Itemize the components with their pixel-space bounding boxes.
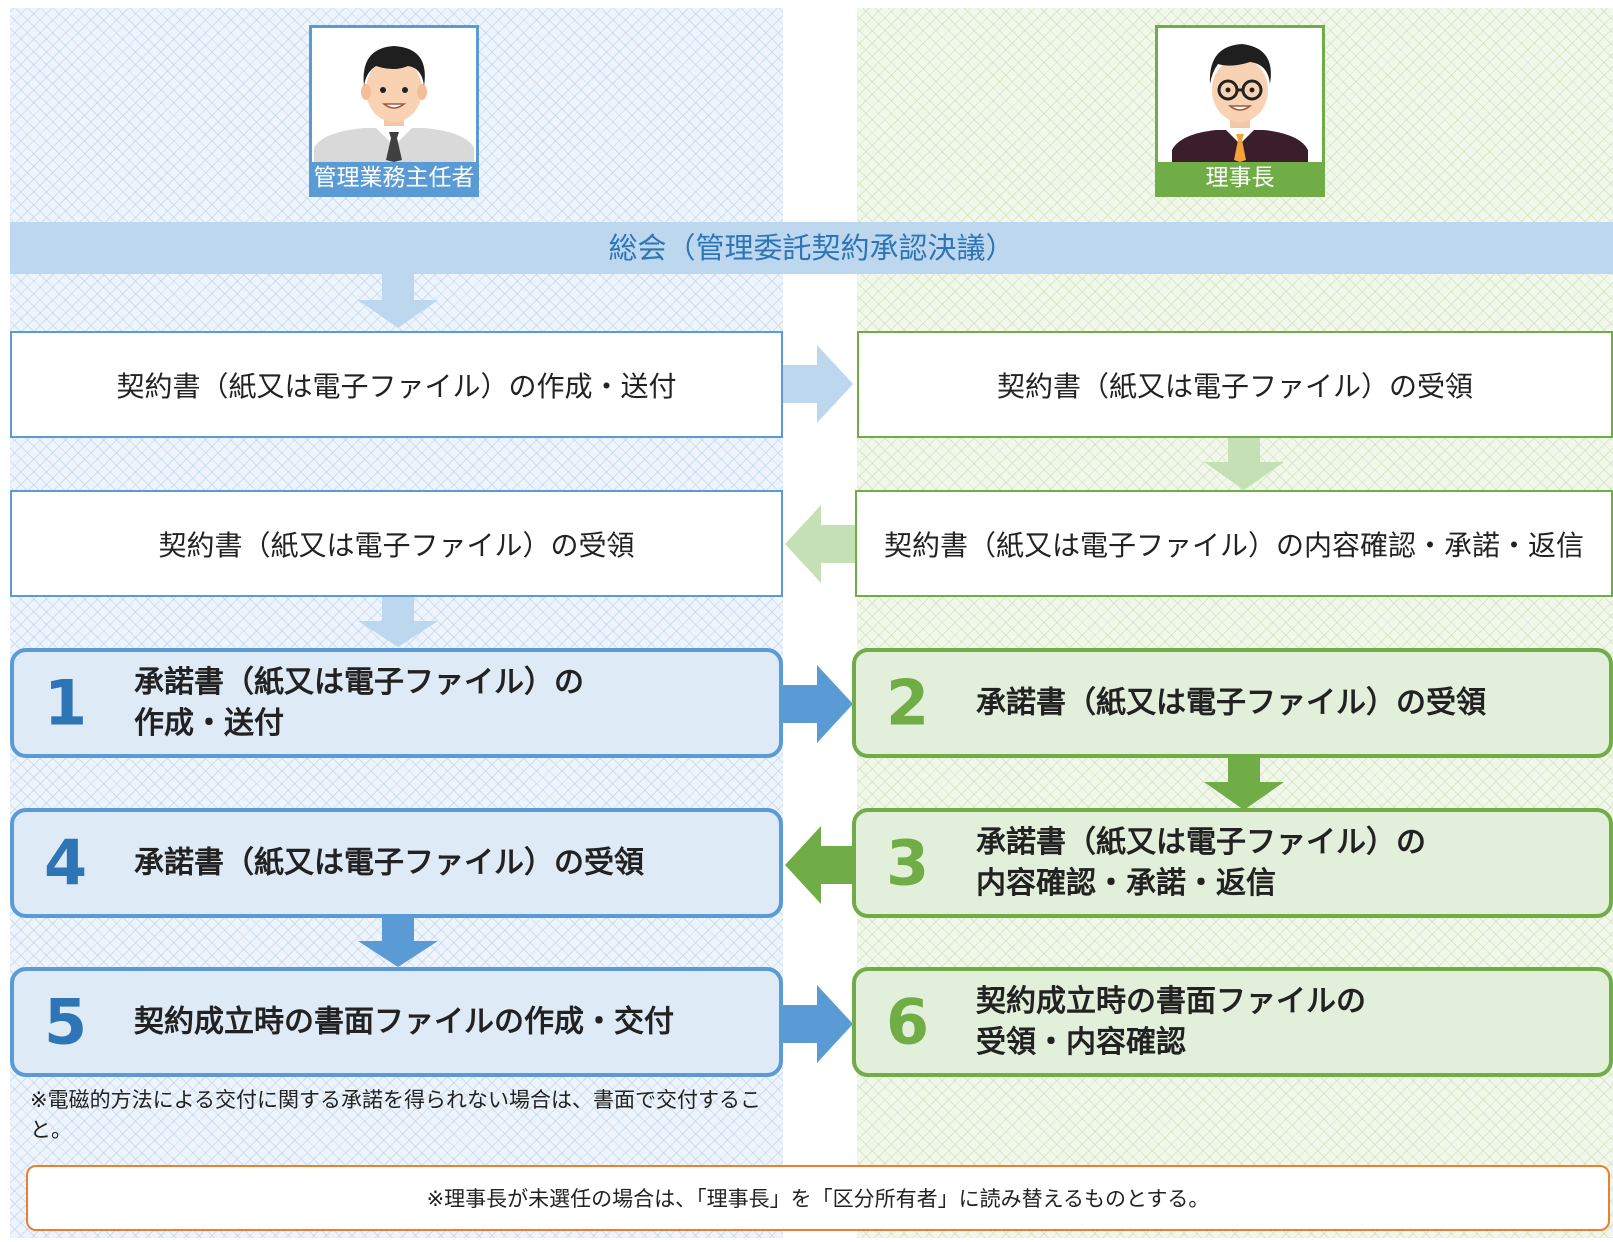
general-meeting-banner: 総会（管理委託契約承認決議）	[10, 222, 1613, 274]
contract-receive-right-box: 契約書（紙又は電子ファイル）の受領	[857, 331, 1613, 438]
step-4-box: 4 承諾書（紙又は電子ファイル）の受領	[10, 808, 783, 918]
step-1-box: 1 承諾書（紙又は電子ファイル）の 作成・送付	[10, 648, 783, 758]
step-3-line1: 承諾書（紙又は電子ファイル）の	[976, 825, 1426, 860]
contract-create-text: 契約書（紙又は電子ファイル）の作成・送付	[116, 369, 677, 403]
contract-create-box: 契約書（紙又は電子ファイル）の作成・送付	[10, 331, 783, 438]
manager-label: 管理業務主任者	[312, 162, 476, 194]
contract-receive-right-text: 契約書（紙又は電子ファイル）の受領	[996, 369, 1473, 403]
step-1-number: 1	[44, 666, 88, 740]
arrow-down-light-blue-2	[358, 597, 438, 647]
manager-avatar-icon	[314, 46, 474, 162]
arrow-down-light-blue-1	[358, 274, 438, 328]
step-6-line1: 契約成立時の書面ファイルの	[976, 984, 1366, 1019]
arrow-down-light-green	[1204, 438, 1284, 490]
step-6-box: 6 契約成立時の書面ファイルの 受領・内容確認	[852, 967, 1613, 1077]
step-2-box: 2 承諾書（紙又は電子ファイル）の受領	[852, 648, 1613, 758]
chairman-note-box: ※理事長が未選任の場合は、「理事長」を「区分所有者」に読み替えるものとする。	[26, 1165, 1610, 1231]
arrow-right-blue-step5-6	[783, 985, 853, 1063]
step-3-line2: 内容確認・承諾・返信	[976, 866, 1276, 901]
step-1-line2: 作成・送付	[134, 706, 284, 741]
chairman-note-text: ※理事長が未選任の場合は、「理事長」を「区分所有者」に読み替えるものとする。	[426, 1187, 1210, 1211]
step-5-box: 5 契約成立時の書面ファイルの作成・交付	[10, 967, 783, 1077]
step-5-line1: 契約成立時の書面ファイルの作成・交付	[134, 1004, 674, 1040]
step-2-line1: 承諾書（紙又は電子ファイル）の受領	[976, 685, 1486, 721]
step-4-text: 承諾書（紙又は電子ファイル）の受領	[134, 843, 644, 884]
arrow-right-light-blue	[783, 345, 853, 423]
arrow-right-blue-step1-2	[783, 665, 853, 743]
chairman-avatar-card: 理事長	[1155, 25, 1325, 197]
arrow-left-light-green	[785, 505, 855, 583]
step-5-number: 5	[44, 985, 88, 1059]
step-3-text: 承諾書（紙又は電子ファイル）の 内容確認・承諾・返信	[976, 822, 1426, 904]
step-3-box: 3 承諾書（紙又は電子ファイル）の 内容確認・承諾・返信	[852, 808, 1613, 918]
arrow-down-green-step2-3	[1204, 758, 1284, 810]
contract-review-box: 契約書（紙又は電子ファイル）の内容確認・承諾・返信	[855, 490, 1613, 597]
electromagnetic-note: ※電磁的方法による交付に関する承諾を得られない場合は、書面で交付すること。	[30, 1088, 761, 1142]
arrow-left-green-step3-4	[785, 826, 855, 904]
contract-receive-left-box: 契約書（紙又は電子ファイル）の受領	[10, 490, 783, 597]
step-1-text: 承諾書（紙又は電子ファイル）の 作成・送付	[134, 662, 584, 744]
chairman-label: 理事長	[1158, 162, 1322, 194]
step-2-number: 2	[886, 666, 930, 740]
step-6-number: 6	[886, 985, 930, 1059]
step-5-text: 契約成立時の書面ファイルの作成・交付	[134, 1002, 674, 1043]
step-1-line1: 承諾書（紙又は電子ファイル）の	[134, 665, 584, 700]
step-2-text: 承諾書（紙又は電子ファイル）の受領	[976, 683, 1486, 724]
arrow-down-blue-step4-5	[358, 917, 438, 967]
manager-avatar-card: 管理業務主任者	[309, 25, 479, 197]
contract-review-text: 契約書（紙又は電子ファイル）の内容確認・承諾・返信	[883, 528, 1584, 562]
step-6-text: 契約成立時の書面ファイルの 受領・内容確認	[976, 981, 1366, 1063]
step-6-line2: 受領・内容確認	[976, 1025, 1186, 1060]
step-4-number: 4	[44, 826, 88, 900]
step-3-number: 3	[886, 826, 930, 900]
contract-receive-left-text: 契約書（紙又は電子ファイル）の受領	[158, 528, 635, 562]
step-4-line1: 承諾書（紙又は電子ファイル）の受領	[134, 845, 644, 881]
chairman-avatar-icon	[1172, 44, 1308, 162]
